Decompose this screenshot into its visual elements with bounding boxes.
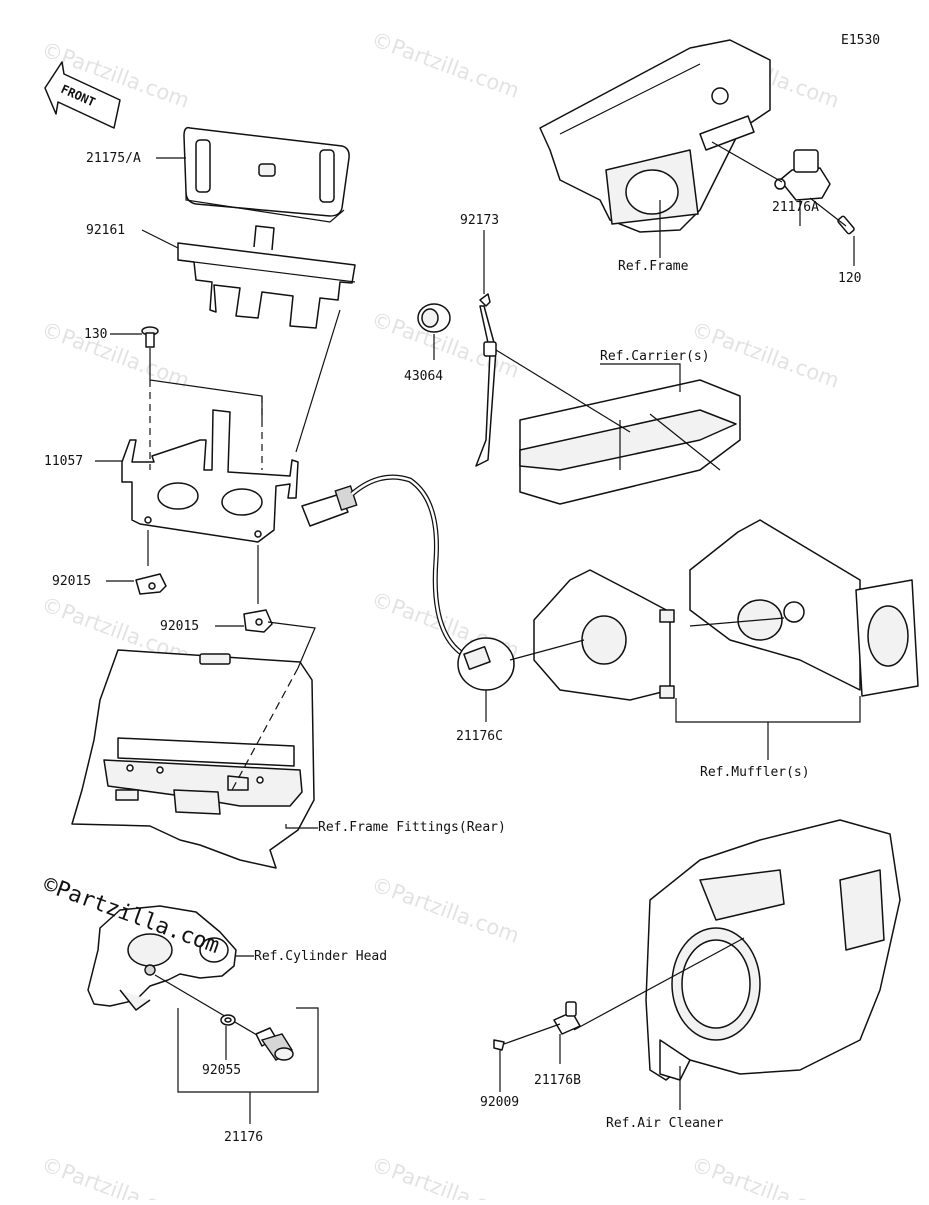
- ref-label-frame: Ref.Frame: [618, 259, 689, 274]
- watermark: ©Partzilla.com: [688, 317, 842, 393]
- watermark: ©Partzilla.com: [368, 1152, 522, 1200]
- part-label-92173: 92173: [460, 213, 499, 228]
- watermark: ©Partzilla.com: [688, 1152, 842, 1200]
- ecu-bracket-part: [121, 409, 299, 543]
- connector-part: [301, 485, 358, 527]
- part-label-21176a: 21176A: [772, 200, 819, 215]
- front-arrow-icon: FRONT: [44, 61, 121, 129]
- part-label-130: 130: [84, 327, 107, 342]
- clamp-part: [475, 293, 497, 467]
- part-label-21176: 21176: [224, 1130, 263, 1145]
- frame-fittings-ref: [71, 649, 315, 869]
- clip-nut-part: [135, 573, 167, 595]
- part-label-92015-b: 92015: [160, 619, 199, 634]
- sensor-21176b-part: [553, 1001, 581, 1035]
- part-label-92055: 92055: [202, 1063, 241, 1078]
- bolt-130-part: [141, 326, 159, 348]
- cylinder-head-ref: [87, 905, 237, 1011]
- ref-label-cylinder-head: Ref.Cylinder Head: [254, 949, 387, 964]
- ecu-cover-part: [177, 225, 356, 329]
- diagram-code: E1530: [841, 33, 880, 48]
- ref-label-frame-fittings: Ref.Frame Fittings(Rear): [318, 820, 506, 835]
- carrier-ref: [519, 379, 741, 505]
- part-label-92009: 92009: [480, 1095, 519, 1110]
- grommet-part: [417, 303, 451, 333]
- part-label-11057: 11057: [44, 454, 83, 469]
- part-label-92015-a: 92015: [52, 574, 91, 589]
- watermark: ©Partzilla.com: [38, 317, 192, 393]
- frame-ref: [539, 39, 771, 233]
- bolt-120-part: [837, 215, 855, 235]
- part-label-21176b: 21176B: [534, 1073, 581, 1088]
- air-cleaner-ref: [645, 819, 901, 1081]
- part-label-21175a: 21175/A: [86, 151, 141, 166]
- muffler-ref-left: [533, 569, 675, 701]
- watermark: ©Partzilla.com: [368, 872, 522, 948]
- muffler-ref-right: [689, 519, 919, 697]
- gasket-part: [220, 1014, 236, 1026]
- sensor-21176a-part: [774, 149, 831, 201]
- clip-nut-part: [243, 609, 273, 633]
- part-label-92161: 92161: [86, 223, 125, 238]
- ref-label-mufflers: Ref.Muffler(s): [700, 765, 810, 780]
- temperature-sensor-part: [255, 1027, 294, 1061]
- ref-label-carriers: Ref.Carrier(s): [600, 349, 710, 364]
- ref-label-air-cleaner: Ref.Air Cleaner: [606, 1116, 724, 1131]
- watermark: ©Partzilla.com: [368, 27, 522, 103]
- ecu-part: [183, 126, 350, 223]
- o2-sensor-part: [457, 637, 515, 691]
- screw-92009-part: [493, 1039, 505, 1051]
- watermark: ©Partzilla.com: [38, 1152, 192, 1200]
- part-label-120: 120: [838, 271, 861, 286]
- part-label-43064: 43064: [404, 369, 443, 384]
- part-label-21176c: 21176C: [456, 729, 503, 744]
